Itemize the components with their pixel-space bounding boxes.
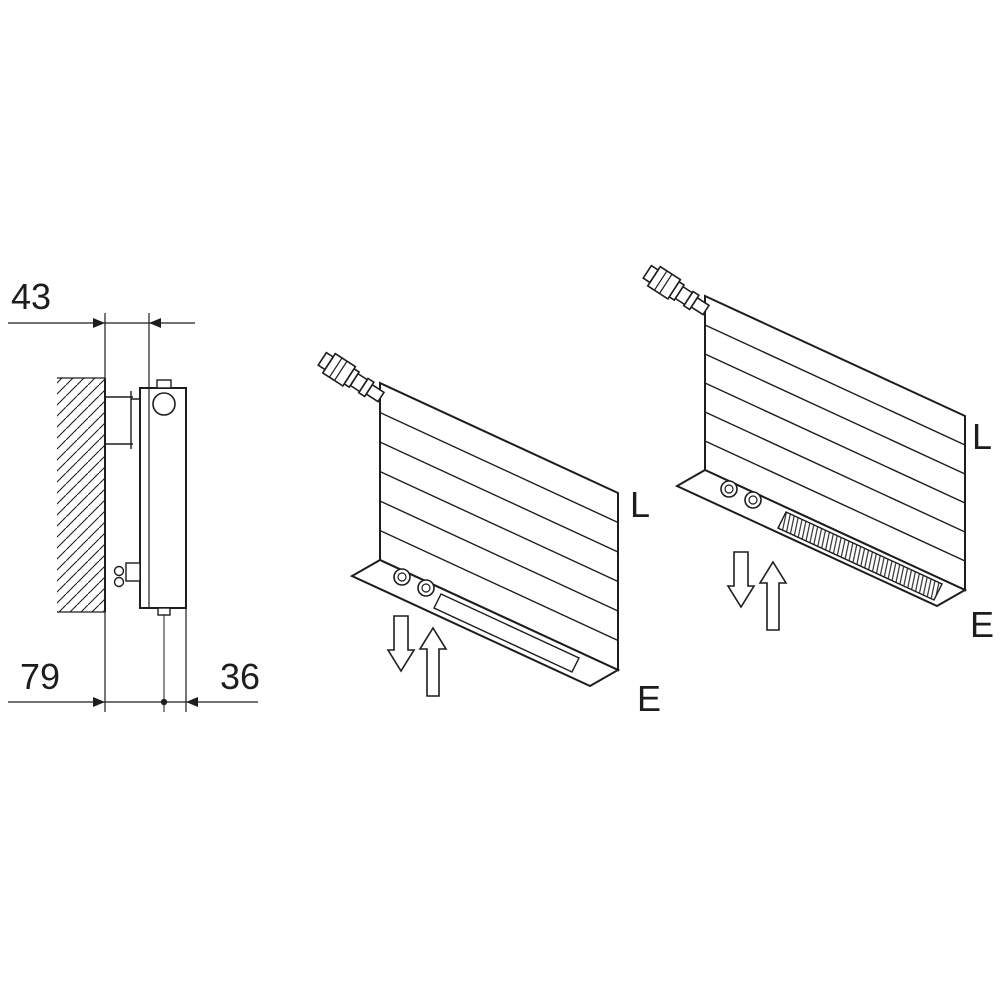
label-l: L [630,484,650,525]
dimension-arrow-left-icon [149,318,161,328]
label-l: L [972,416,992,457]
underside-recess-outline [433,593,580,673]
radiator-plain-isometric: L E [317,351,661,719]
connection-port-icon [417,579,435,597]
connection-port-icon [744,491,762,509]
flow-down-arrow-icon [726,551,756,609]
thermostatic-valve [317,351,386,403]
head-ridge [658,273,673,294]
bottom-stub [157,607,171,616]
radiator-side-body [139,387,187,609]
valve-cap-side [156,379,172,389]
connection-port-inner [724,484,734,494]
connection-port-inner [421,583,431,593]
radiator-convector-isometric: L E [642,264,994,645]
dimension-bottom-left-label: 79 [20,656,60,697]
connection-port-inner [397,572,407,582]
wall-bracket [105,391,140,449]
thermostatic-valve [642,264,711,316]
bottom-valve-body [125,562,141,582]
convector-grille [777,511,943,601]
connection-port-icon [720,480,738,498]
wall-hatching [57,378,105,612]
label-e: E [637,678,661,719]
thermostat-knob-side [152,392,176,416]
flow-up-arrow-icon [418,626,448,697]
dimension-arrow-right-icon [93,697,105,707]
flow-down-arrow-icon [386,615,416,673]
side-view: 43 79 36 [8,276,260,712]
connection-port-inner [748,495,758,505]
head-ridge [333,360,348,381]
head-ridge [328,357,343,378]
panel-slats [379,411,619,642]
panel-slats [704,324,966,562]
connection-port-icon [393,568,411,586]
head-cap [317,351,335,371]
dimension-bottom-right-label: 36 [220,656,260,697]
label-e: E [970,604,994,645]
dimension-top-label: 43 [11,276,51,317]
connection-port-side-1 [113,565,125,577]
head-cap [642,264,660,284]
connection-port-side-2 [113,576,125,588]
dimension-arrow-right-icon [93,318,105,328]
dimension-arrow-left-icon [186,697,198,707]
head-ridge [653,270,668,291]
flow-up-arrow-icon [758,560,788,631]
